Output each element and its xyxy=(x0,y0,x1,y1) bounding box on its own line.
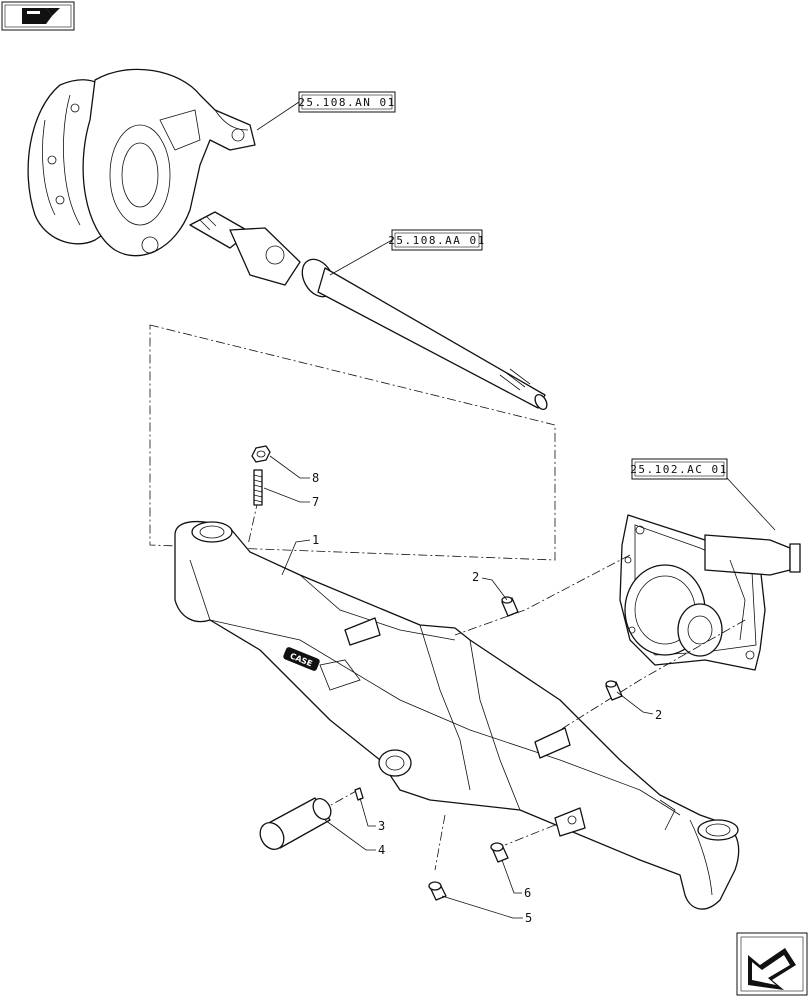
svg-text:8: 8 xyxy=(312,471,319,485)
ref-label: 25.108.AA 01 xyxy=(388,234,485,247)
ref-box-25-108-aa-01[interactable]: 25.108.AA 01 xyxy=(329,229,486,276)
next-page-arrow-icon xyxy=(748,948,796,990)
part-nut xyxy=(251,445,271,463)
svg-text:2: 2 xyxy=(655,708,662,722)
assembly-line-plug xyxy=(434,814,446,871)
ref-label: 25.108.AN 01 xyxy=(298,96,395,109)
svg-text:3: 3 xyxy=(378,819,385,833)
part-stud xyxy=(253,469,263,506)
callout-8: 8 xyxy=(269,455,319,485)
svg-text:2: 2 xyxy=(472,570,479,584)
callout-3: 3 xyxy=(359,797,385,833)
part-plug-6 xyxy=(490,842,509,863)
svg-text:5: 5 xyxy=(525,911,532,925)
assembly-line-shaft xyxy=(149,324,556,561)
assembly-line-plug-6 xyxy=(504,824,556,846)
callout-5: 5 xyxy=(441,895,532,925)
callout-1: 1 xyxy=(281,533,319,576)
part-roll-pin xyxy=(354,787,364,801)
part-plug-5 xyxy=(428,881,447,901)
svg-text:6: 6 xyxy=(524,886,531,900)
part-dowel-pin-lower xyxy=(605,680,623,701)
next-page-button[interactable] xyxy=(736,932,808,996)
svg-text:1: 1 xyxy=(312,533,319,547)
callout-4: 4 xyxy=(324,819,385,857)
wheel-hub-knuckle xyxy=(27,68,256,257)
axle-shaft xyxy=(189,211,548,411)
callout-7: 7 xyxy=(263,487,319,509)
callout-2-lower: 2 xyxy=(616,691,662,722)
assembly-line-stud xyxy=(247,499,259,546)
back-arrow-icon xyxy=(22,8,60,24)
svg-text:7: 7 xyxy=(312,495,319,509)
differential-assembly xyxy=(619,514,801,671)
back-nav-button[interactable] xyxy=(1,1,75,31)
ref-label: 25.102.AC 01 xyxy=(630,463,727,476)
assembly-line-diff-upper xyxy=(454,554,631,636)
axle-housing xyxy=(174,520,740,910)
assembly-line-diff-lower xyxy=(559,619,746,731)
ref-box-25-102-ac-01[interactable]: 25.102.AC 01 xyxy=(630,458,776,531)
svg-text:4: 4 xyxy=(378,843,385,857)
part-dowel-pin-upper xyxy=(501,596,519,617)
ref-box-25-108-an-01[interactable]: 25.108.AN 01 xyxy=(256,91,396,131)
callout-6: 6 xyxy=(501,859,531,900)
callout-2-upper: 2 xyxy=(472,570,508,601)
part-pivot-pin xyxy=(259,797,332,850)
